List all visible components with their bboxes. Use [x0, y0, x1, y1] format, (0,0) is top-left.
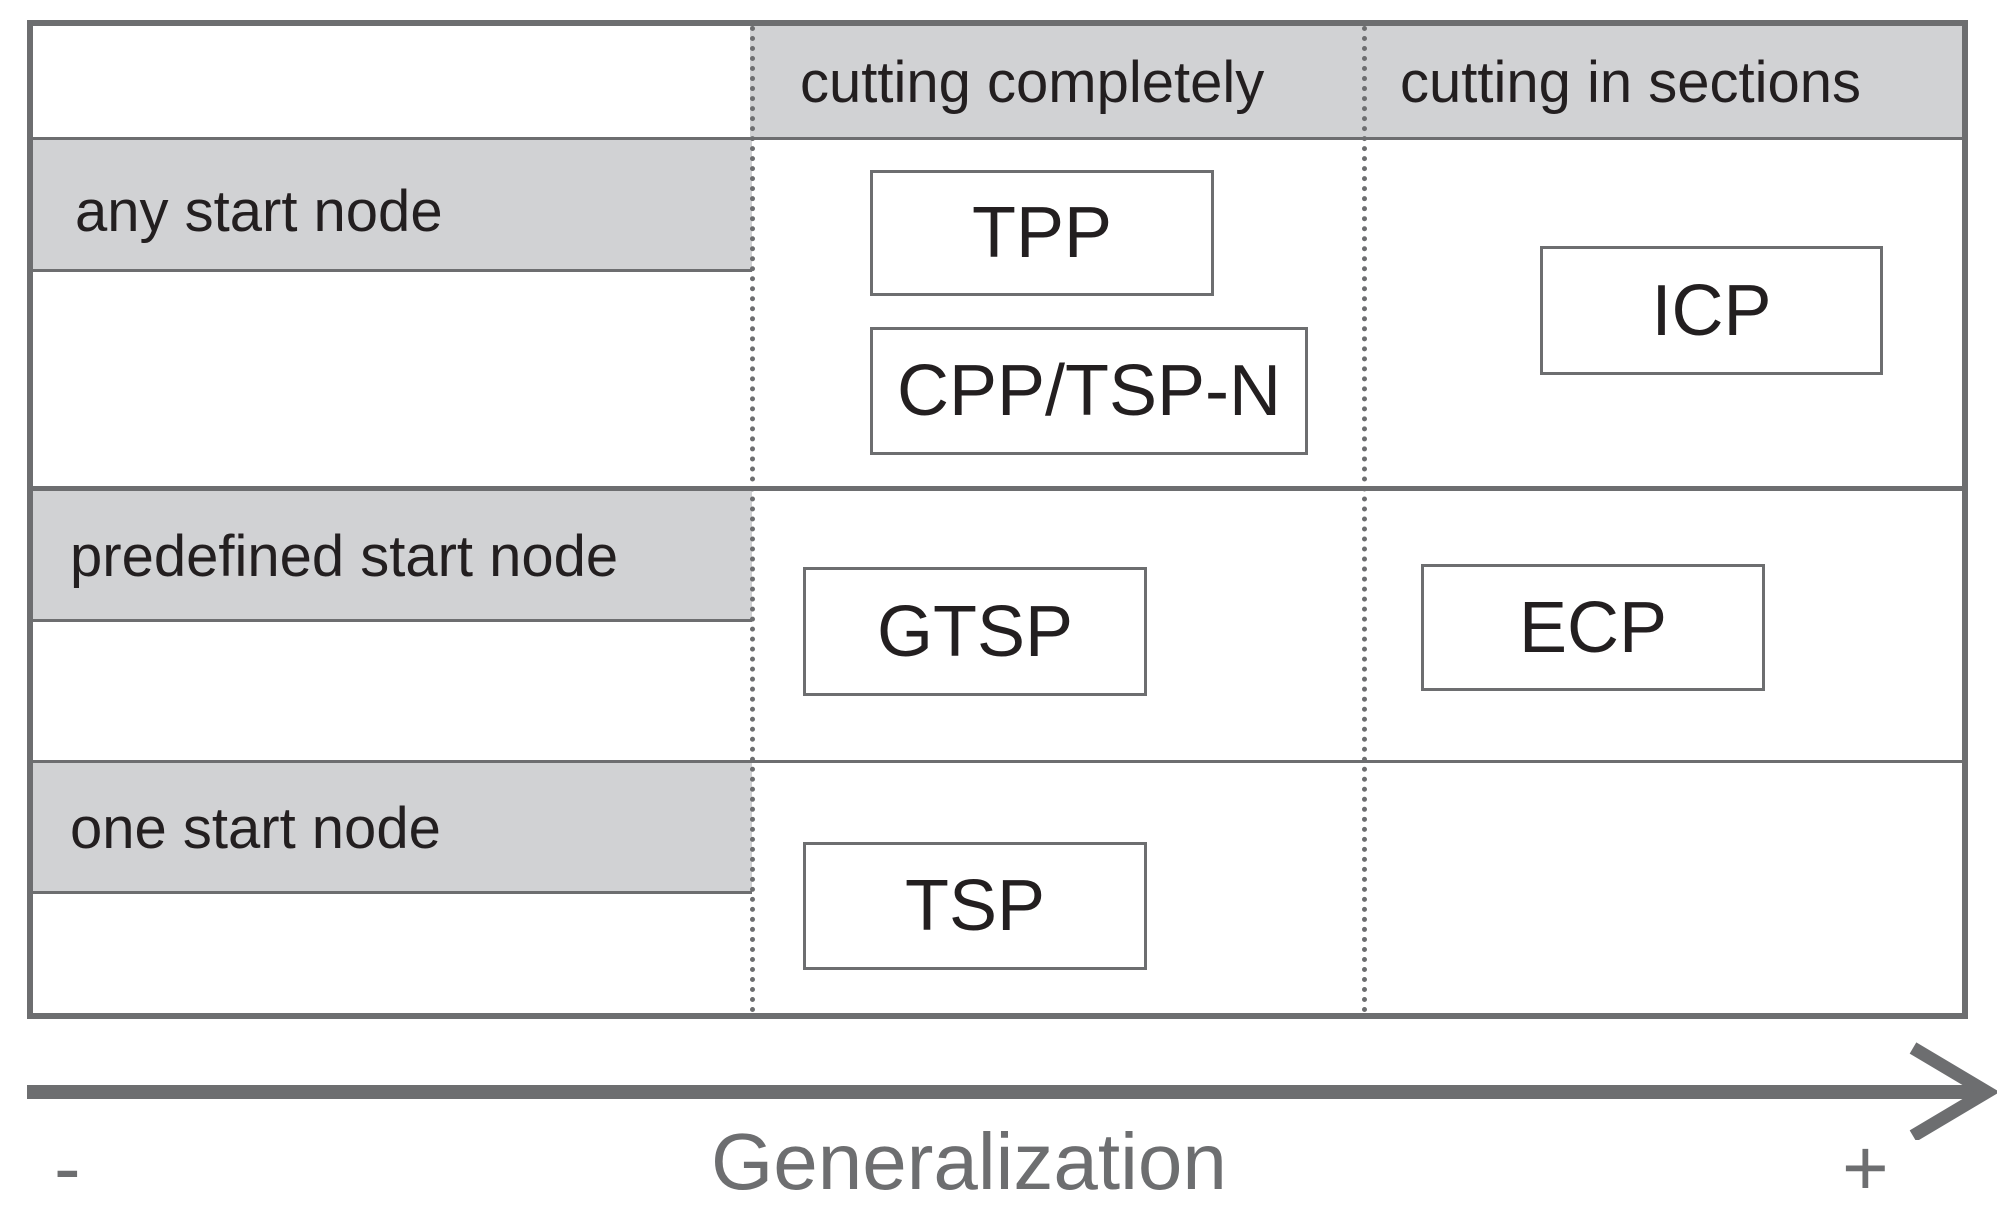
axis-max-symbol: +: [1842, 1123, 1889, 1206]
problem-box-icp: ICP: [1540, 246, 1883, 375]
row-header-one-start-node: one start node: [70, 796, 441, 861]
axis-min-symbol: -: [54, 1123, 81, 1206]
column-header-cutting-completely: cutting completely: [800, 50, 1265, 115]
row-header-any-start-bg: [33, 140, 752, 272]
column-divider-1: [750, 26, 755, 1013]
problem-box-tsp: TSP: [803, 842, 1147, 970]
generalization-arrow-head: [1909, 1042, 1997, 1140]
row-header-one-start-bg: [33, 762, 752, 894]
problem-box-tpp: TPP: [870, 170, 1214, 296]
header-divider: [33, 137, 1962, 140]
problem-box-ecp: ECP: [1421, 564, 1765, 691]
column-header-cutting-in-sections: cutting in sections: [1400, 50, 1862, 115]
axis-label-generalization: Generalization: [711, 1117, 1227, 1206]
row-divider-2: [33, 760, 1962, 763]
row-header-predefined-start-bg: [33, 490, 752, 622]
problem-box-cpp-tsp-n: CPP/TSP-N: [870, 327, 1308, 455]
matrix-frame: [27, 20, 1968, 1019]
generalization-arrow-shaft: [27, 1085, 1977, 1099]
row-divider-1: [33, 486, 1962, 491]
column-header-bar: [750, 26, 1962, 140]
column-divider-2: [1362, 26, 1367, 1013]
row-header-predefined-start-node: predefined start node: [70, 524, 619, 589]
row-header-any-start-node: any start node: [75, 179, 443, 244]
problem-box-gtsp: GTSP: [803, 567, 1147, 696]
